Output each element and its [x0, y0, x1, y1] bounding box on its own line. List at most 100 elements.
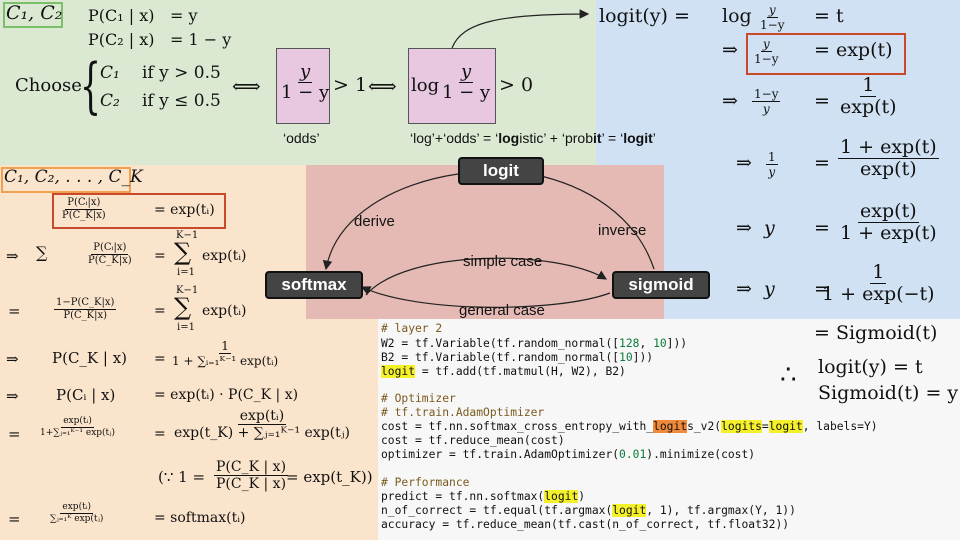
edge-label-simple-case: simple case: [463, 253, 543, 270]
therefore-symbol: ∴: [780, 360, 797, 390]
pci-expanded-fraction: exp(tᵢ)1+∑ⱼ₌₁ᴷ⁻¹ exp(tⱼ): [40, 416, 116, 438]
log-odds-to-logit-arrow: [451, 9, 590, 49]
eq-p8-lhs: =: [8, 510, 21, 528]
logit-etymology-caption: ‘log’+‘odds’ = ‘logistic’ + ‘probit’ = ‘…: [410, 130, 656, 146]
implies-p4: ⇒: [6, 350, 19, 368]
softmax-fraction: exp(tᵢ)∑ⱼ₌₁ᴷ exp(tⱼ): [50, 502, 104, 524]
pci-rhs: = exp(tᵢ) · P(C_K | x): [154, 387, 299, 403]
code-reduce-mean: cost = tf.reduce_mean(cost): [381, 434, 565, 447]
logit-def-lhs: logit(y) =: [599, 5, 690, 27]
prob-c1-lhs: P(C₁ | x): [88, 6, 155, 25]
sum-top-p3: K−1: [176, 285, 199, 296]
case1-class: C₁: [100, 63, 120, 83]
pci-full-fraction: exp(tᵢ)exp(t_K) + ∑ⱼ₌₁ᴷ⁻¹ exp(tⱼ): [174, 408, 350, 441]
softmax-rhs: = softmax(tᵢ): [154, 510, 246, 526]
implies-p2: ⇒: [6, 247, 19, 265]
implies-r4: ⇒: [736, 152, 752, 174]
sum-bot-p3: i=1: [177, 322, 195, 333]
sum-exp-p2: exp(tᵢ): [202, 248, 247, 264]
implies-r6: ⇒: [736, 278, 752, 300]
code-accuracy: accuracy = tf.reduce_mean(tf.cast(n_of_c…: [381, 518, 790, 531]
y-r6: y: [764, 278, 775, 300]
because-post: = exp(t_K)): [286, 468, 373, 486]
because-pre: (∵ 1 =: [158, 468, 206, 486]
ratio-exp-box: [52, 193, 226, 229]
node-sigmoid: sigmoid: [612, 271, 710, 299]
ratio-fraction: P(Cᵢ|x)P(C_K|x): [62, 197, 106, 221]
sum-sign-p3: ∑: [174, 293, 192, 321]
sum-bot-p2: i=1: [177, 267, 195, 278]
because-fraction: P(C_K | x)P(C_K | x): [214, 459, 289, 492]
node-logit: logit: [458, 157, 544, 185]
node-softmax: softmax: [265, 271, 363, 299]
case1-condition: if y > 0.5: [142, 63, 221, 83]
eq-p4: =: [154, 351, 166, 367]
code-comment-layer: # layer 2: [381, 322, 443, 335]
edge-label-derive: derive: [354, 213, 395, 230]
prob-c1-rhs: = y: [170, 6, 198, 25]
case2-class: C₂: [100, 91, 120, 111]
diagram-edges: [322, 170, 655, 308]
code-comment-optimizer: # Optimizer: [381, 392, 456, 405]
multiclass-classes: C₁, C₂, . . . , C_K: [4, 167, 143, 187]
edge-label-general-case: general case: [459, 302, 545, 319]
log-word: log: [411, 75, 440, 96]
sum-ratio-fraction: P(Cᵢ|x)P(C_K|x): [88, 242, 132, 266]
exp-over-fraction: exp(t)1 + exp(t): [840, 200, 937, 244]
ratio-exp-rhs: = exp(tᵢ): [154, 202, 215, 218]
conclusion-sigmoid: Sigmoid(t) = y: [818, 382, 959, 404]
one-plus-exp-fraction: 1 + exp(t)exp(t): [838, 136, 939, 180]
implies-r3: ⇒: [722, 90, 738, 112]
implies-r2: ⇒: [722, 39, 738, 61]
pci-lhs: P(Cᵢ | x): [56, 386, 116, 404]
odds-exp-rhs: = exp(t): [814, 39, 893, 61]
odds-box: [276, 48, 330, 124]
iff-symbol-2: ⟺: [368, 74, 397, 98]
code-w2: W2 = tf.Variable(tf.random_normal([128, …: [381, 337, 688, 350]
binary-classes-box: [3, 2, 63, 28]
log-odds-gt-zero: > 0: [499, 74, 534, 96]
sum-top-p2: K−1: [176, 230, 199, 241]
odds-gt-one: > 1: [333, 74, 368, 96]
logit-def-rhs: = t: [814, 5, 844, 27]
odds-caption: ‘odds’: [283, 130, 320, 146]
prob-c2-rhs: = 1 − y: [170, 30, 232, 49]
pck-lhs: P(C_K | x): [52, 349, 128, 367]
code-predict: predict = tf.nn.softmax(logit): [381, 490, 586, 503]
code-b2: B2 = tf.Variable(tf.random_normal([10])): [381, 351, 654, 364]
implies-p5: ⇒: [6, 387, 19, 405]
sum-exp-p3: exp(tᵢ): [202, 303, 247, 319]
iff-symbol-1: ⟺: [232, 74, 261, 98]
code-comment-adam: # tf.train.AdamOptimizer: [381, 406, 545, 419]
prob-c2-lhs: P(C₂ | x): [88, 30, 155, 49]
eq-r6: =: [814, 278, 830, 300]
eq-p6: =: [154, 426, 166, 442]
case2-condition: if y ≤ 0.5: [142, 91, 221, 111]
eq-p2: =: [154, 248, 166, 264]
eq-p3: =: [154, 303, 166, 319]
y-r5: y: [764, 217, 775, 239]
eq-r3: =: [814, 90, 830, 112]
conclusion-logit: logit(y) = t: [818, 356, 923, 378]
eq-p6-lhs: =: [8, 425, 21, 443]
code-n-of-correct: n_of_correct = tf.equal(tf.argmax(logit,…: [381, 504, 796, 517]
sum-p2: ∑: [36, 243, 48, 262]
code-comment-performance: # Performance: [381, 476, 470, 489]
eq-r5: =: [814, 217, 830, 239]
log-odds-box: [408, 48, 496, 124]
eq-p3-lhs: =: [8, 302, 21, 320]
implies-r5: ⇒: [736, 217, 752, 239]
logit-def-log: log: [722, 5, 752, 27]
complement-fraction: 1−P(C_K|x)P(C_K|x): [54, 297, 117, 321]
edge-inverse-arrow: [530, 170, 655, 270]
multiclass-box: [1, 167, 131, 193]
code-cost: cost = tf.nn.softmax_cross_entropy_with_…: [381, 420, 878, 433]
